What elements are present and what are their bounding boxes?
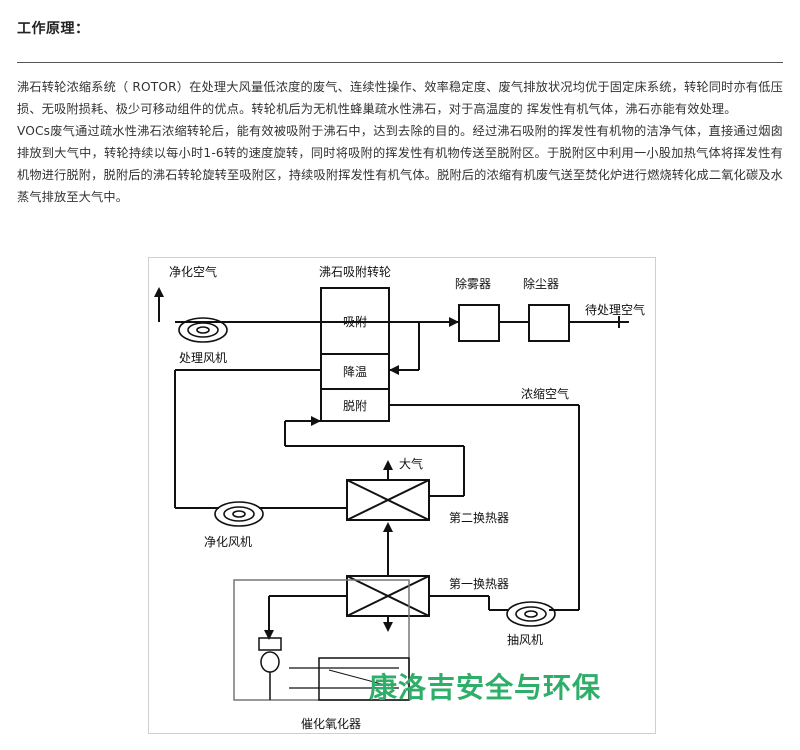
paragraph-rotor-intro: 沸石转轮浓缩系统（ ROTOR）在处理大风量低浓度的废气、连续性操作、效率稳定度… [17, 80, 783, 116]
section-title: 工作原理： [17, 21, 90, 37]
label-adsorption: 吸附 [343, 315, 367, 329]
label-exhaust-fan: 抽风机 [507, 633, 543, 647]
process-flow-diagram: 净化空气 沸石吸附转轮 除雾器 除尘器 待处理空气 吸附 降温 脱附 处理风机 … [148, 257, 656, 734]
label-demister: 除雾器 [455, 276, 491, 291]
brand-watermark: 康洛吉安全与环保 [369, 671, 602, 704]
demister-box [458, 304, 500, 342]
label-rotor: 沸石吸附转轮 [319, 264, 391, 279]
label-second-exchanger: 第二换热器 [449, 511, 509, 525]
label-purify-fan: 净化风机 [204, 535, 252, 549]
label-clean-air: 净化空气 [169, 264, 217, 279]
process-fan [178, 317, 228, 343]
atmosphere-arrow [383, 460, 393, 470]
label-cooling: 降温 [343, 365, 367, 379]
label-dust-remover: 除尘器 [523, 276, 559, 291]
paragraph-vocs-process: VOCs废气通过疏水性沸石浓缩转轮后，能有效被吸附于沸石中，达到去除的目的。经过… [17, 124, 783, 204]
exhaust-fan [506, 601, 556, 627]
label-air-to-treat: 待处理空气 [585, 302, 645, 317]
process-flow-svg: 净化空气 沸石吸附转轮 除雾器 除尘器 待处理空气 吸附 降温 脱附 处理风机 … [154, 264, 645, 731]
purify-fan [214, 501, 264, 527]
article-body: 沸石转轮浓缩系统（ ROTOR）在处理大风量低浓度的废气、连续性操作、效率稳定度… [17, 76, 783, 208]
label-atmosphere: 大气 [399, 456, 423, 471]
divider [17, 62, 783, 63]
dust-remover-box [528, 304, 570, 342]
label-first-exchanger: 第一换热器 [449, 577, 509, 591]
label-process-fan: 处理风机 [179, 351, 227, 365]
clean-air-arrow [154, 287, 164, 297]
label-catalytic-oxidizer: 催化氧化器 [301, 717, 361, 731]
label-desorption: 脱附 [343, 398, 367, 413]
label-concentrated-air: 浓缩空气 [521, 386, 569, 401]
